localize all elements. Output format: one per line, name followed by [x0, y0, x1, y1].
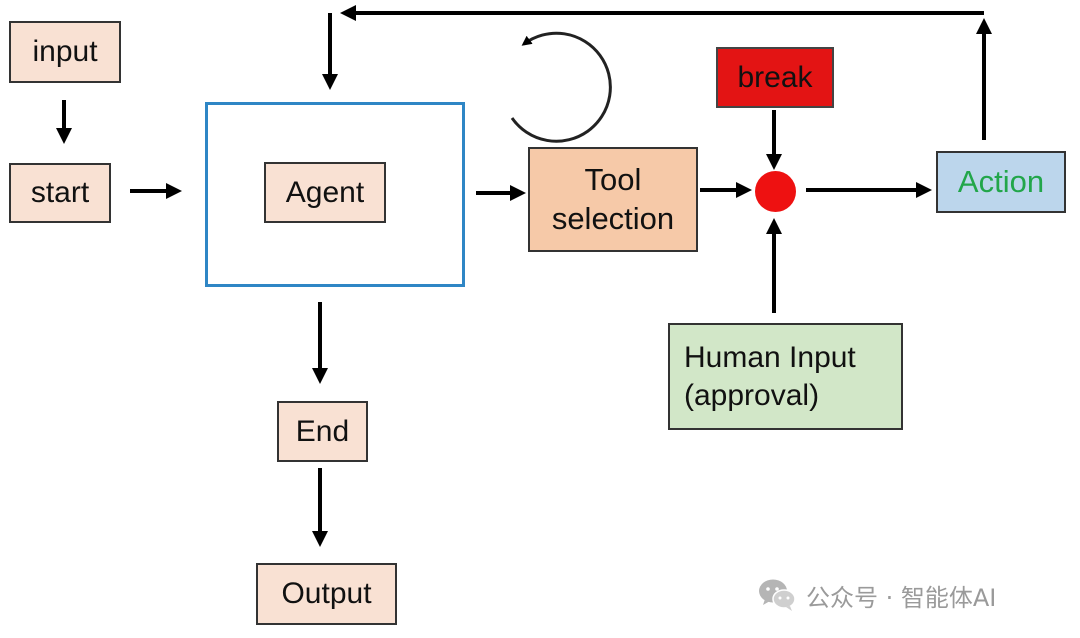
wechat-icon	[759, 579, 796, 611]
output-label: Output	[281, 577, 372, 611]
action-label: Action	[957, 163, 1045, 199]
break-node[interactable]: break	[716, 47, 834, 108]
action-node[interactable]: Action	[936, 151, 1066, 213]
start-label: start	[30, 176, 90, 210]
output-node[interactable]: Output	[256, 563, 397, 625]
end-node[interactable]: End	[277, 401, 368, 462]
human-input-node[interactable]: Human Input (approval)	[668, 323, 903, 430]
break-label: break	[737, 60, 813, 94]
input-label: input	[32, 35, 98, 69]
loop-arrow-tool-selection	[510, 31, 612, 143]
junction-dot	[755, 171, 796, 212]
agent-node[interactable]: Agent	[264, 162, 386, 223]
tool-selection-label-line1: Tool	[584, 161, 642, 197]
watermark-text: 公众号 · 智能体AI	[806, 583, 997, 612]
human-input-label-line2: (approval)	[684, 378, 820, 412]
watermark: 公众号 · 智能体AI	[758, 578, 996, 612]
tool-selection-label-line2: selection	[551, 200, 675, 236]
input-node[interactable]: input	[9, 21, 121, 83]
end-label: End	[295, 414, 350, 448]
agent-container-frame	[205, 102, 465, 287]
agent-label: Agent	[285, 175, 365, 209]
tool-selection-node[interactable]: Tool selection	[528, 147, 698, 252]
start-node[interactable]: start	[9, 163, 111, 223]
human-input-label-line1: Human Input	[684, 341, 856, 374]
